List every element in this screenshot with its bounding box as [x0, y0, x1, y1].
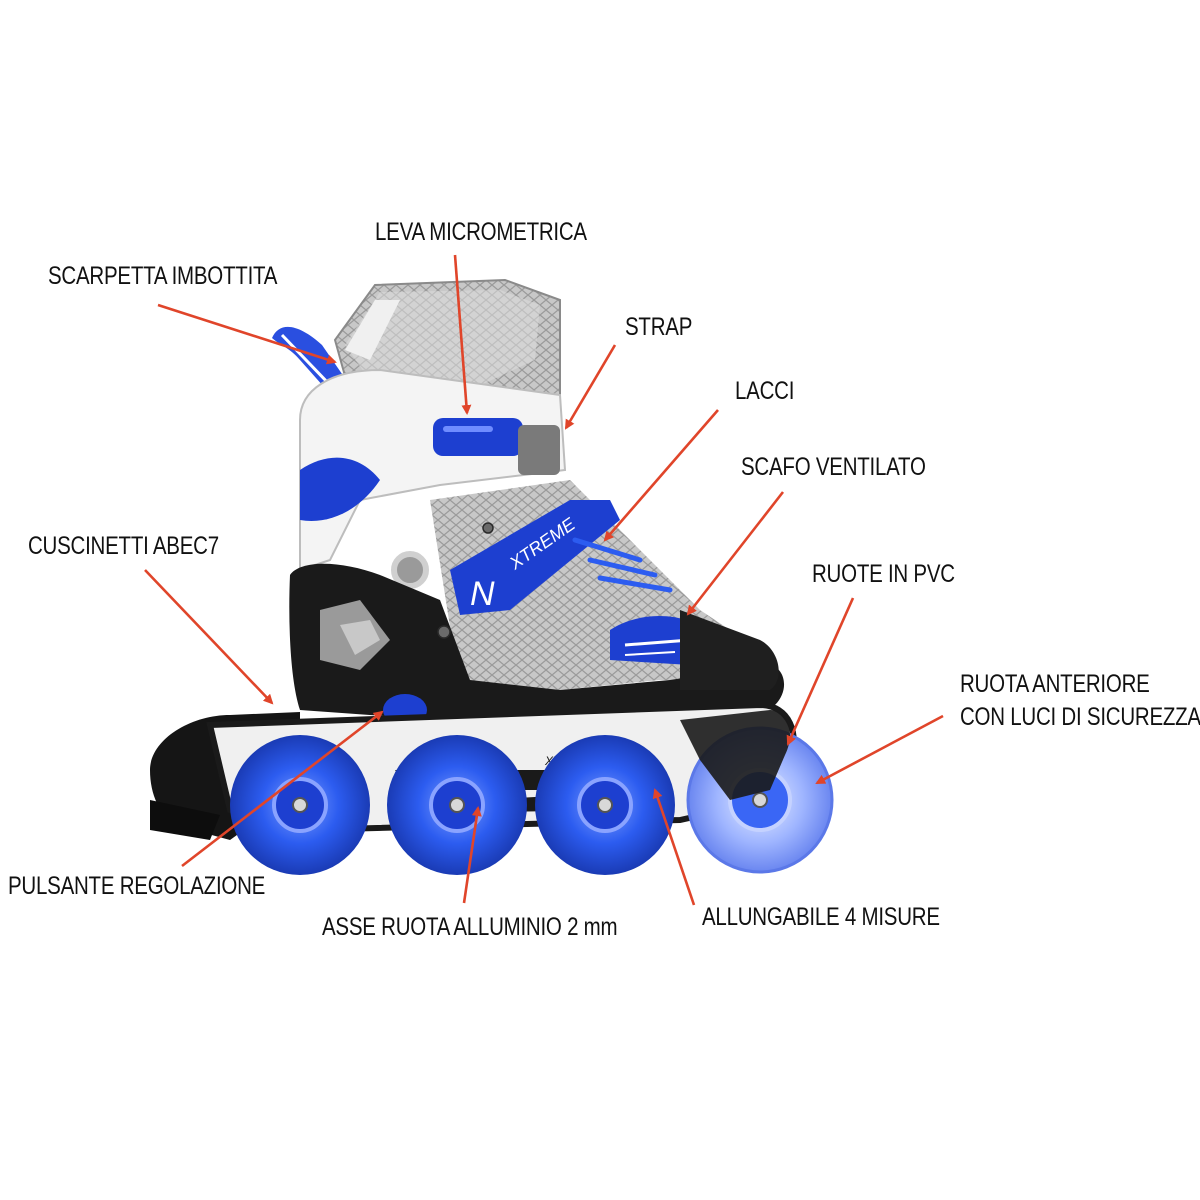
arrow-ruota-anteriore [815, 714, 944, 785]
micrometric-lever [433, 418, 523, 456]
label-ruote-in-pvc: RUOTE IN PVC [812, 560, 955, 588]
label-asse-ruota: ASSE RUOTA ALLUMINIO 2 mm [322, 913, 618, 941]
laces [572, 537, 673, 593]
arrow-pulsante [181, 710, 384, 868]
label-lacci: LACCI [735, 377, 795, 405]
label-pulsante-regolazione: PULSANTE REGOLAZIONE [8, 872, 266, 900]
arrow-asse [462, 806, 482, 904]
wheel [230, 735, 370, 875]
label-cuscinetti-abec7: CUSCINETTI ABEC7 [28, 532, 219, 560]
arrow-ruote [786, 597, 855, 746]
lower-shell [289, 563, 785, 720]
arrow-leva [453, 254, 472, 415]
velcro-strap [450, 500, 620, 615]
label-ruota-anteriore-line2: CON LUCI DI SICUREZZA [960, 703, 1200, 731]
label-scarpetta-imbottita: SCARPETTA IMBOTTITA [48, 262, 278, 290]
strap-logo-letter: N [470, 575, 495, 613]
label-allungabile: ALLUNGABILE 4 MISURE [702, 903, 940, 931]
label-ruota-anteriore-line1: RUOTA ANTERIORE [960, 670, 1150, 698]
skate: N XTREME XTREME [150, 278, 834, 875]
arrow-strap [564, 344, 617, 430]
arrow-lacci [603, 409, 719, 542]
label-strap: STRAP [625, 313, 693, 341]
arrow-scafo [686, 491, 785, 616]
callout-arrows [144, 254, 944, 906]
label-leva-micrometrica: LEVA MICROMETRICA [375, 218, 587, 246]
strap-buckle [518, 425, 560, 475]
arrow-cuscinetti [144, 569, 274, 705]
wheel [535, 735, 675, 875]
label-scafo-ventilato: SCAFO VENTILATO [741, 453, 926, 481]
wheel [387, 735, 527, 875]
arrow-allungabile [652, 788, 696, 906]
arrow-scarpetta [157, 303, 337, 365]
